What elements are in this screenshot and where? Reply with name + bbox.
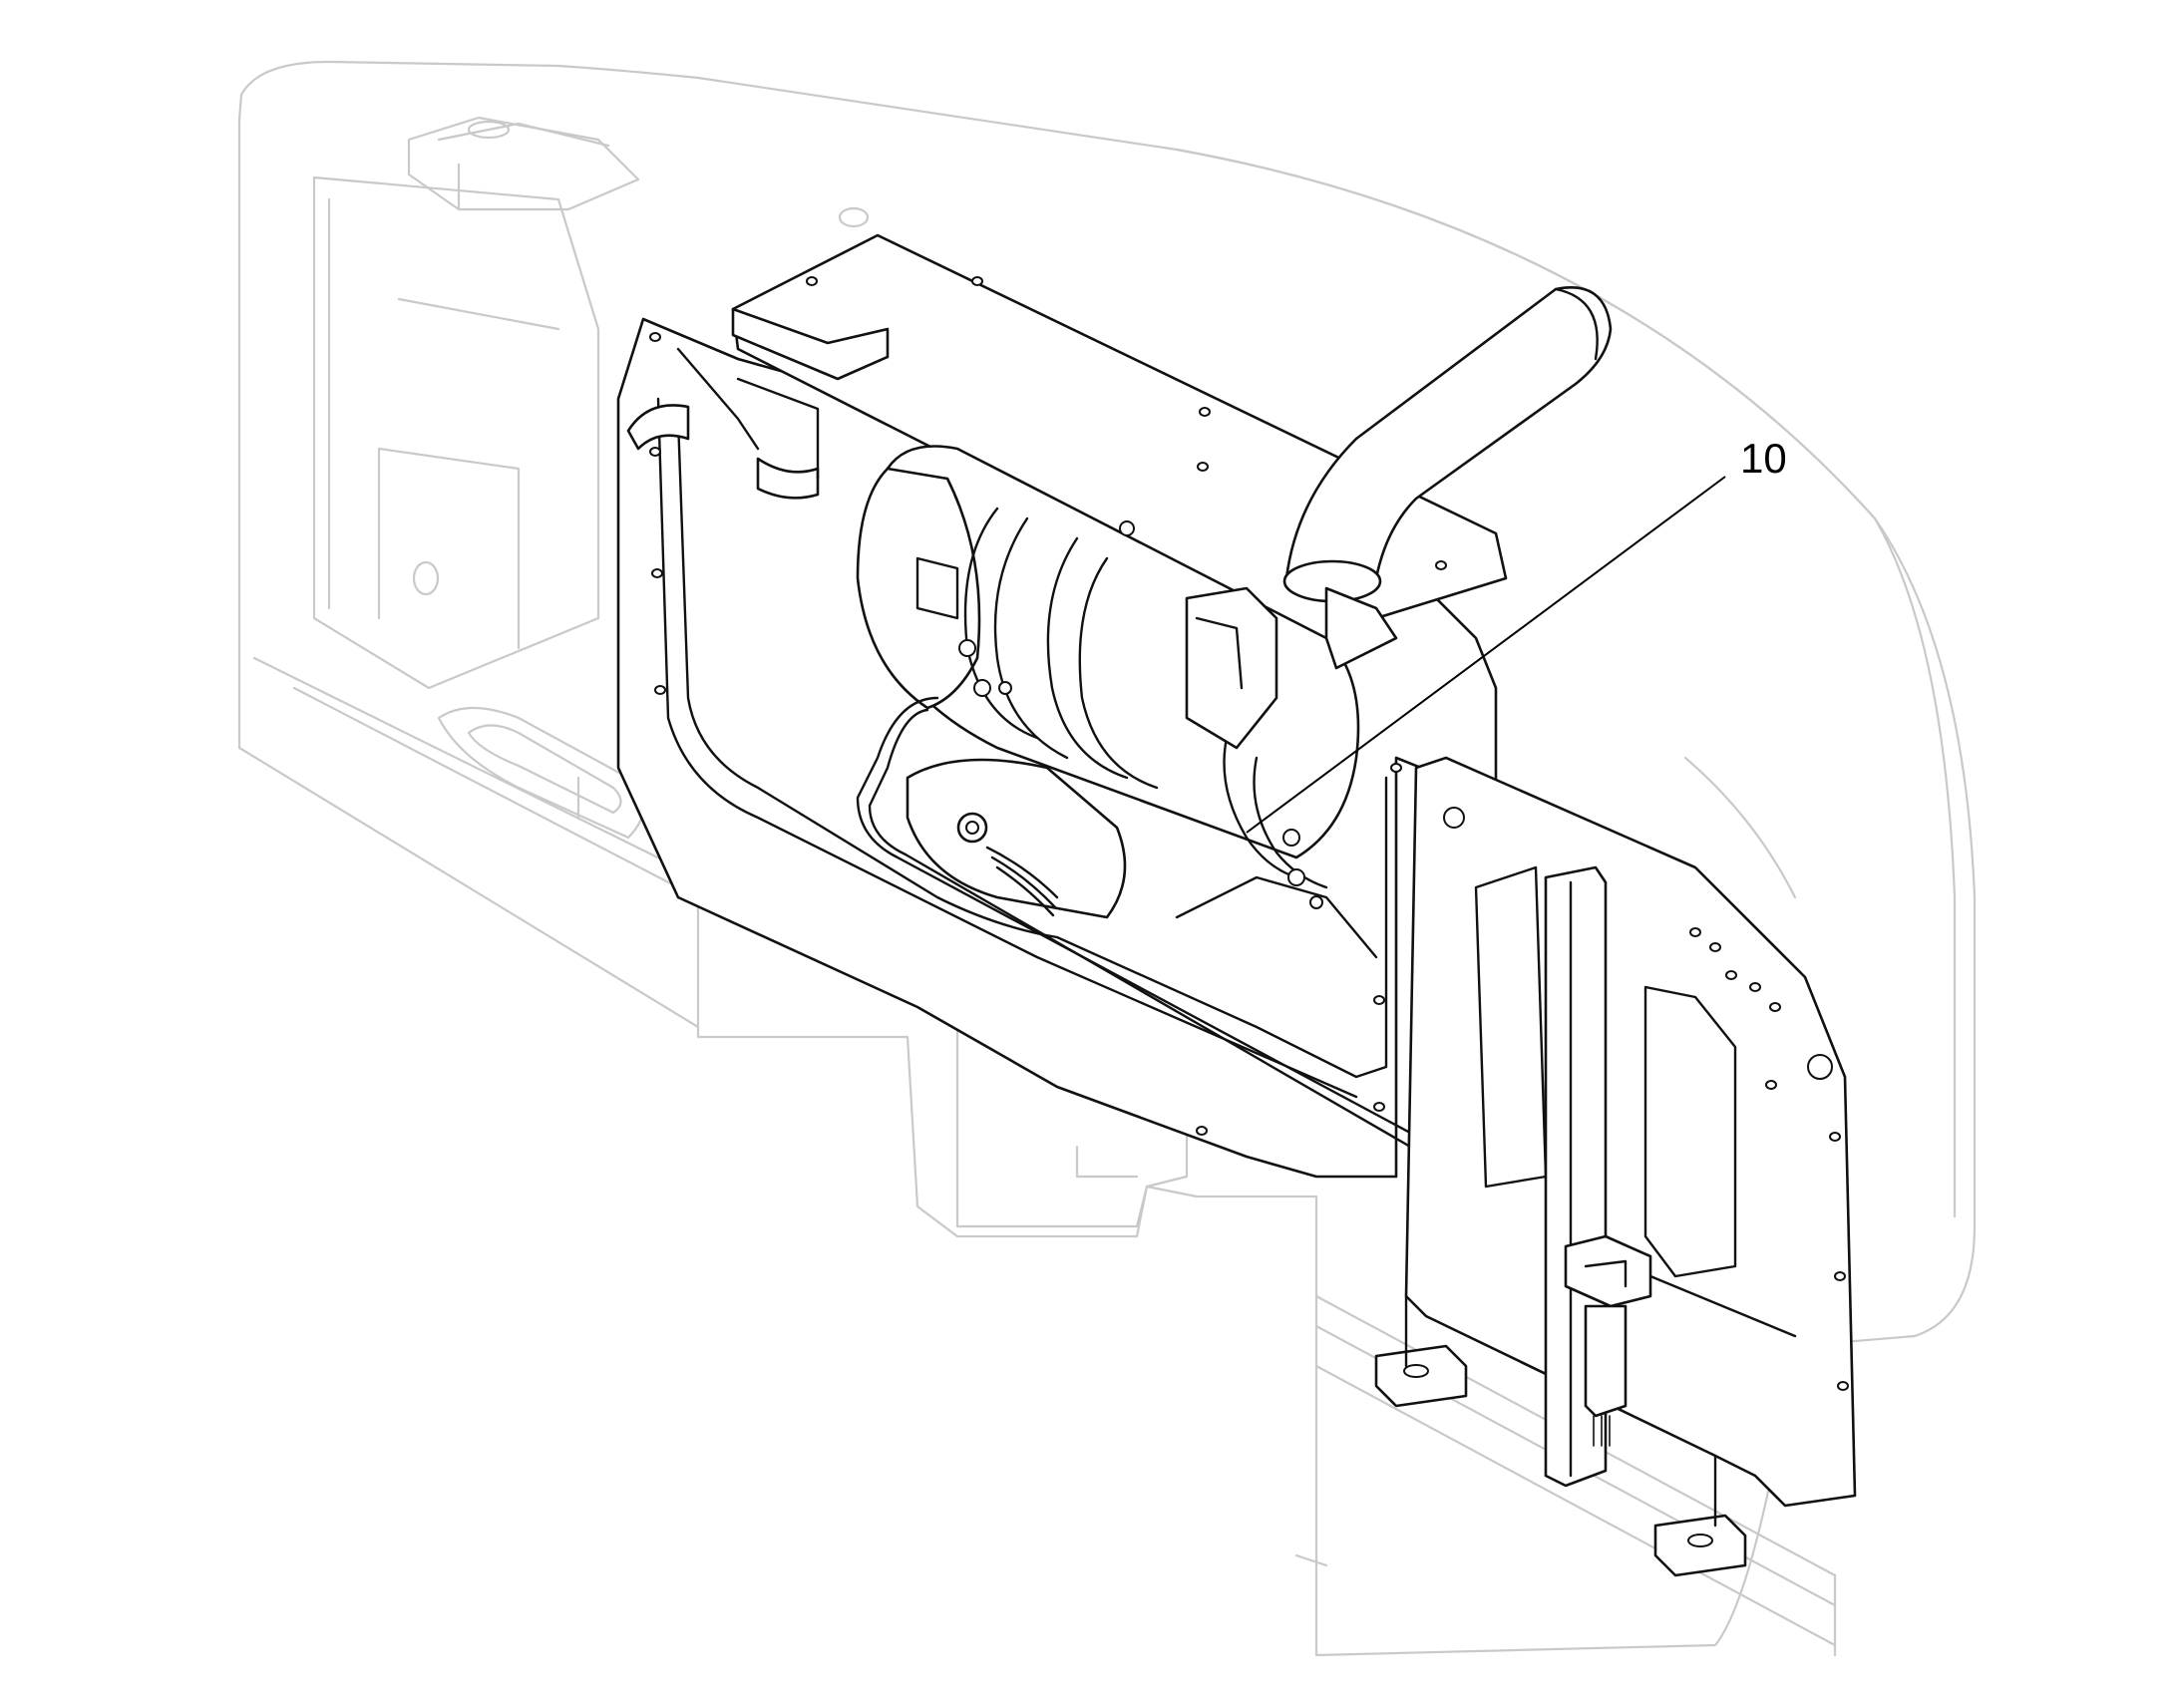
clamp-bolts <box>958 520 1323 909</box>
callout-10: 10 <box>1246 435 1787 834</box>
callout-label: 10 <box>1740 435 1787 482</box>
muffler-canister <box>856 445 1398 909</box>
frame-holes <box>649 332 1402 1136</box>
exhaust-pipe <box>1282 286 1613 603</box>
vertical-post-and-filter <box>1544 865 1797 1488</box>
callout-leader-line <box>1246 476 1726 834</box>
lower-motor <box>906 758 1378 959</box>
